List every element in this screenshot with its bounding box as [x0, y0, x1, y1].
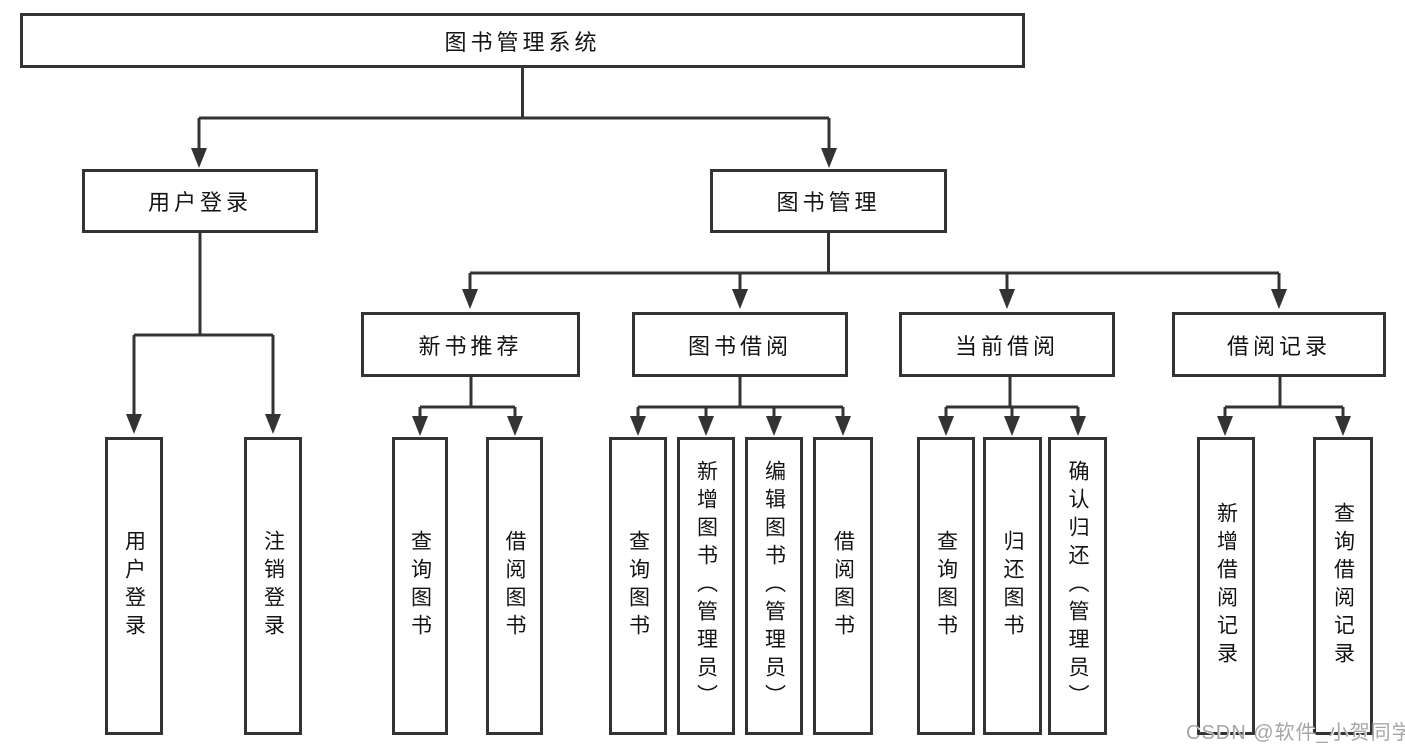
leaf-logout: 注销登录 [244, 437, 302, 735]
node-label: 查询图书 [408, 530, 432, 642]
node-library-management-system: 图书管理系统 [20, 13, 1025, 68]
node-label: 用户登录 [147, 190, 252, 215]
leaf-add-book-admin: 新增图书（管理员） [677, 437, 735, 735]
node-label: 借阅图书 [503, 530, 526, 642]
node-label: 新增借阅记录 [1214, 502, 1238, 670]
node-label: 编辑图书（管理员） [762, 460, 786, 712]
node-label: 用户登录 [122, 530, 146, 642]
leaf-confirm-return-admin: 确认归还（管理员） [1048, 437, 1107, 735]
leaf-borrow-book-newbook: 借阅图书 [486, 437, 543, 735]
node-label: 查询图书 [934, 530, 958, 642]
node-label: 新书推荐 [418, 333, 523, 359]
leaf-edit-book-admin: 编辑图书（管理员） [745, 437, 803, 735]
node-label: 图书借阅 [687, 333, 792, 359]
leaf-query-book-current: 查询图书 [917, 437, 975, 735]
node-book-management-group: 图书管理 [710, 169, 947, 233]
node-label: 图书管理 [776, 190, 881, 215]
leaf-return-book: 归还图书 [983, 437, 1042, 735]
node-current-borrowing: 当前借阅 [899, 312, 1115, 377]
leaf-query-book-borrowing: 查询图书 [609, 437, 667, 735]
node-borrowing-records: 借阅记录 [1172, 312, 1386, 377]
node-label: 当前借阅 [954, 333, 1059, 359]
node-user-login-group: 用户登录 [82, 169, 318, 233]
leaf-user-login: 用户登录 [105, 437, 163, 735]
node-label: 新增图书（管理员） [694, 460, 718, 712]
node-label: 图书管理系统 [444, 29, 601, 55]
leaf-query-borrow-record: 查询借阅记录 [1313, 437, 1373, 735]
leaf-query-book-newbook: 查询图书 [392, 437, 448, 735]
node-label: 借阅图书 [831, 530, 855, 642]
node-label: 借阅记录 [1226, 333, 1331, 359]
node-label: 确认归还（管理员） [1066, 460, 1089, 712]
node-book-borrowing: 图书借阅 [632, 312, 848, 377]
node-new-book-recommend: 新书推荐 [361, 312, 580, 377]
csdn-watermark: CSDN @软件_小贺同学 [1186, 722, 1405, 744]
node-label: 归还图书 [1001, 530, 1024, 642]
node-label: 查询图书 [626, 530, 650, 642]
node-label: 查询借阅记录 [1331, 502, 1355, 670]
node-label: 注销登录 [261, 530, 285, 642]
leaf-borrow-book-borrowing: 借阅图书 [813, 437, 873, 735]
leaf-add-borrow-record: 新增借阅记录 [1197, 437, 1255, 735]
